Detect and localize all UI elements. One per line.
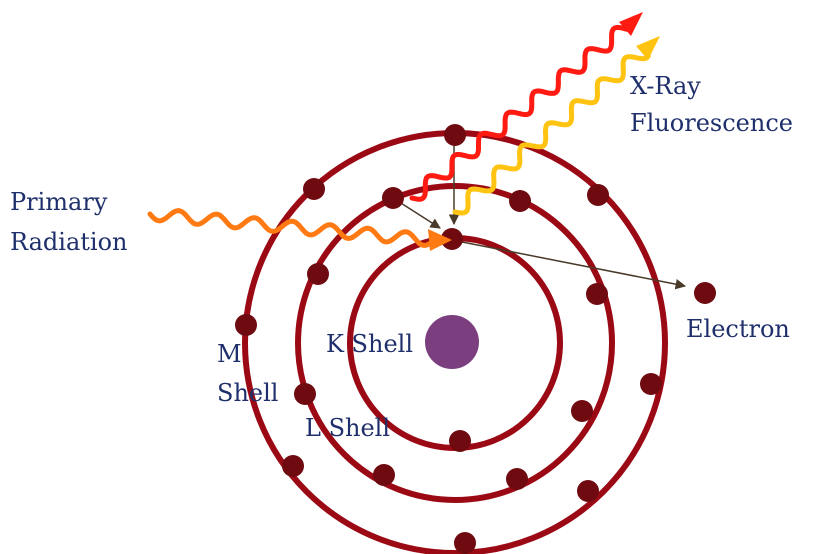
electron xyxy=(586,283,608,305)
electron xyxy=(441,228,463,250)
electron xyxy=(577,480,599,502)
electron xyxy=(449,430,471,452)
electron xyxy=(303,178,325,200)
electron xyxy=(282,455,304,477)
electron xyxy=(307,263,329,285)
xray-label-line1: X-Ray xyxy=(630,72,701,100)
electron xyxy=(373,464,395,486)
electron-label: Electron xyxy=(686,315,790,343)
nucleus xyxy=(425,315,479,369)
ejected-electron xyxy=(694,282,716,304)
k-shell-electrons xyxy=(441,228,471,452)
primary-radiation-wave xyxy=(147,208,433,248)
xray-label-line2: Fluorescence xyxy=(630,109,793,137)
xray-red-wave xyxy=(409,24,632,202)
m-shell-electrons xyxy=(235,124,662,554)
electron xyxy=(454,532,476,554)
l-shell-orbit xyxy=(295,183,615,503)
primary-label-line2: Radiation xyxy=(10,228,128,256)
electron xyxy=(294,383,316,405)
electron xyxy=(571,400,593,422)
m-shell-label-line2: Shell xyxy=(217,379,278,407)
electron xyxy=(444,124,466,146)
primary-label-line1: Primary xyxy=(10,188,108,216)
electron xyxy=(587,184,609,206)
primary-radiation-arrowhead xyxy=(428,229,452,251)
k-shell-label: K Shell xyxy=(326,330,413,358)
m-shell-label-line1: M xyxy=(217,340,242,368)
l-shell-electrons xyxy=(294,187,608,490)
xray-fluorescence-label: X-Ray Fluorescence xyxy=(630,72,793,137)
electron xyxy=(640,373,662,395)
electron xyxy=(235,314,257,336)
primary-radiation-label: Primary Radiation xyxy=(10,188,128,256)
xray-red-arrowhead xyxy=(619,12,643,36)
electron xyxy=(506,468,528,490)
l-shell-label: L Shell xyxy=(305,414,390,442)
ejection-arrow xyxy=(451,239,687,290)
m-shell-label: M Shell xyxy=(217,340,278,407)
electron xyxy=(509,190,531,212)
electron xyxy=(382,187,404,209)
xray-yellow-wave xyxy=(452,53,651,216)
xray-yellow-arrowhead xyxy=(636,36,660,60)
